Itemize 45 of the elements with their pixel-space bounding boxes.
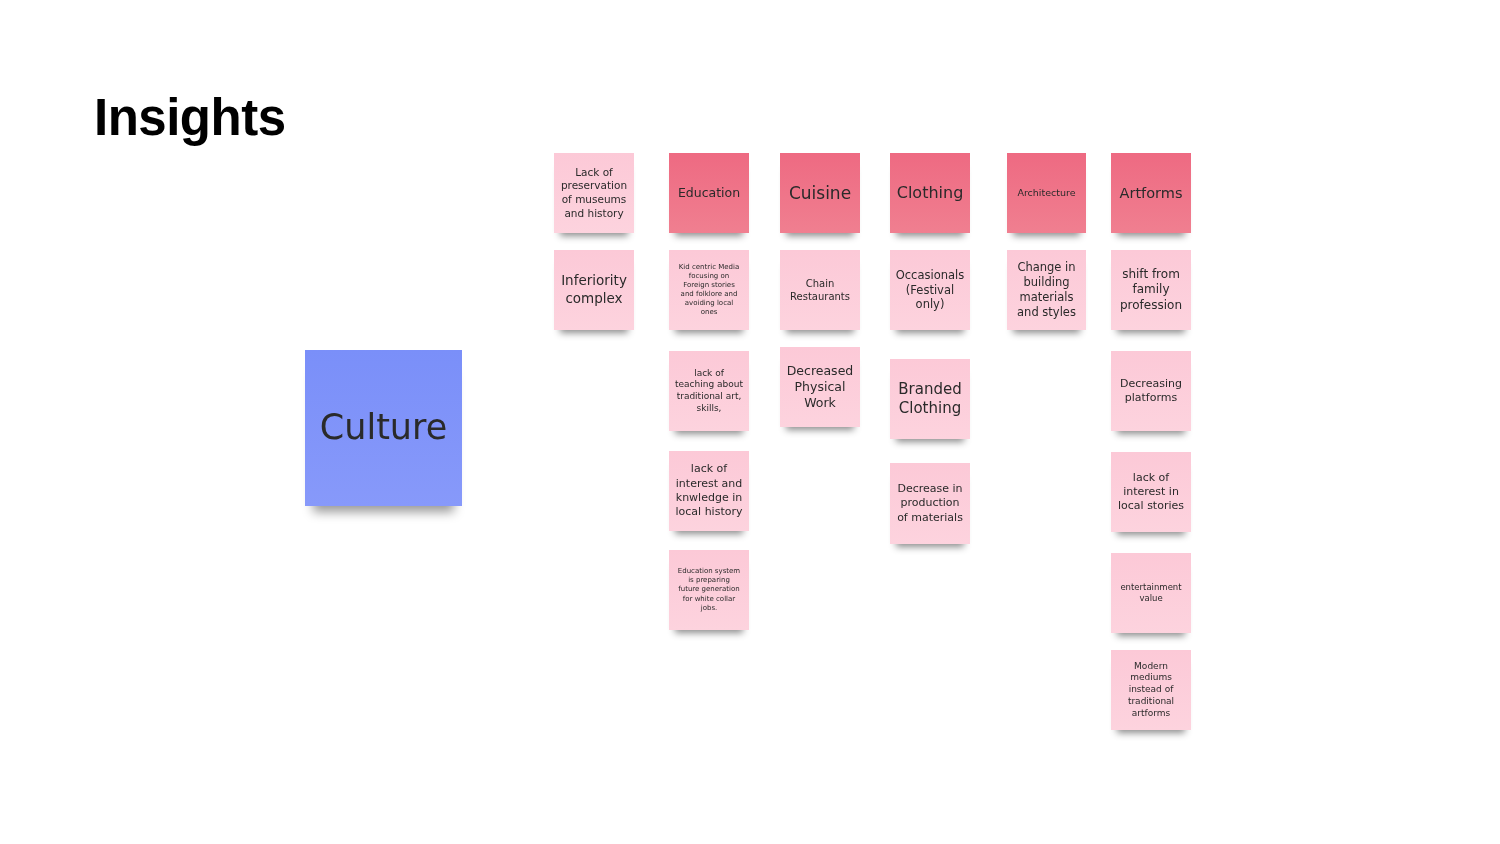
sticky-note [890, 250, 970, 330]
note-text: Lack of preservation of museums and history [559, 165, 629, 221]
note-text: Decrease in production of materials [896, 482, 964, 525]
category-sticky-note [780, 153, 860, 233]
category-sticky-note [1111, 153, 1191, 233]
note-text: Culture [319, 406, 448, 450]
note-text: lack of teaching about traditional art, skills, [675, 367, 743, 415]
note-text: Chain Restaurants [789, 277, 851, 303]
sticky-note [554, 153, 634, 233]
note-text: Branded Clothing [897, 379, 963, 419]
sticky-note [1111, 452, 1191, 532]
page-title: Insights [94, 88, 286, 148]
sticky-note [1111, 650, 1191, 730]
sticky-note [1111, 351, 1191, 431]
sticky-note [669, 550, 749, 630]
note-text: Change in building materials and styles [1016, 260, 1077, 320]
sticky-note [669, 451, 749, 531]
note-text: Decreased Physical Work [785, 362, 855, 412]
sticky-note [1007, 250, 1086, 330]
note-text: Cuisine [788, 181, 852, 205]
note-text: Education [677, 184, 741, 202]
note-text: Clothing [896, 182, 964, 204]
sticky-note [1111, 250, 1191, 330]
note-text: Architecture [1017, 186, 1076, 200]
note-text: Decreasing platforms [1119, 376, 1183, 406]
sticky-note [890, 463, 970, 544]
note-text: Artforms [1119, 183, 1183, 203]
note-text: lack of interest in local stories [1117, 470, 1185, 514]
note-text: lack of interest and knwledge in local history [674, 462, 744, 520]
category-sticky-note [669, 153, 749, 233]
sticky-note [554, 250, 634, 330]
note-text: Modern mediums instead of traditional artforms [1126, 660, 1176, 720]
category-sticky-note [1007, 153, 1086, 233]
sticky-note [669, 250, 749, 330]
note-text: Occasionals (Festival only) [894, 267, 966, 313]
sticky-note [1111, 553, 1191, 633]
sticky-note [669, 351, 749, 431]
topic-sticky-note [305, 350, 462, 506]
sticky-note [780, 250, 860, 330]
note-text: Inferiority complex [560, 272, 628, 308]
note-text: shift from family profession [1119, 266, 1183, 314]
sticky-note [780, 347, 860, 427]
sticky-note [890, 359, 970, 439]
category-sticky-note [890, 153, 970, 233]
note-text: entertainment value [1119, 581, 1183, 605]
